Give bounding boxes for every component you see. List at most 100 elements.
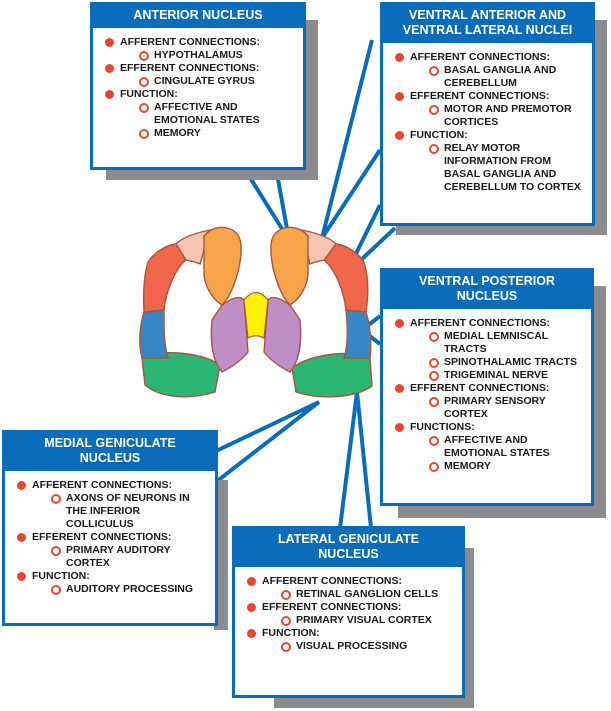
- callout-body: AFFERENT CONNECTIONS:AXONS OF NEURONS IN…: [5, 471, 215, 602]
- hollow-bullet-icon: [139, 129, 149, 139]
- item-text: RETINAL GANGLION CELLS: [296, 588, 439, 600]
- section-item: RELAY MOTOR INFORMATION FROM BASAL GANGL…: [395, 142, 586, 194]
- section-item: PRIMARY SENSORY CORTEX: [395, 395, 585, 421]
- callout-title: VENTRAL ANTERIOR AND VENTRAL LATERAL NUC…: [383, 5, 592, 43]
- hollow-bullet-icon: [51, 494, 61, 504]
- filled-bullet-icon: [395, 131, 404, 140]
- item-text: RELAY MOTOR INFORMATION FROM BASAL GANGL…: [444, 142, 581, 193]
- item-text: AFFECTIVE AND EMOTIONAL STATES: [154, 101, 260, 126]
- section-item: MEDIAL LEMNISCAL TRACTS: [395, 330, 585, 356]
- medial-dorsal-nucleus: [243, 291, 269, 339]
- title-line: MEDIAL GENICULATE: [44, 436, 176, 450]
- hollow-bullet-icon: [429, 462, 439, 472]
- section-item: SPINOTHALAMIC TRACTS: [395, 356, 585, 369]
- hollow-bullet-icon: [429, 397, 439, 407]
- item-text: CINGULATE GYRUS: [154, 75, 255, 87]
- item-text: AFFECTIVE AND EMOTIONAL STATES: [444, 434, 550, 459]
- hollow-bullet-icon: [139, 77, 149, 87]
- section-heading: EFFERENT CONNECTIONS:: [105, 62, 297, 75]
- pointer-lgn: [338, 391, 373, 529]
- title-line: NUCLEUS: [456, 289, 518, 303]
- anterior-nucleus-right: [270, 226, 309, 306]
- hollow-bullet-icon: [429, 144, 439, 154]
- filled-bullet-icon: [395, 384, 404, 393]
- ventral-lateral-right: [323, 243, 369, 313]
- hollow-bullet-icon: [51, 546, 61, 556]
- callout-body: AFFERENT CONNECTIONS:BASAL GANGLIA AND C…: [383, 43, 592, 200]
- section-heading: FUNCTION:: [105, 88, 297, 101]
- item-text: AXONS OF NEURONS IN THE INFERIOR COLLICU…: [66, 492, 190, 530]
- section-heading: FUNCTION:: [395, 129, 586, 142]
- callout-anterior-nucleus: ANTERIOR NUCLEUS AFFERENT CONNECTIONS:HY…: [90, 2, 306, 170]
- section-item: PRIMARY AUDITORY CORTEX: [17, 544, 209, 570]
- section-label: FUNCTION:: [32, 570, 90, 582]
- item-text: TRIGEMINAL NERVE: [444, 369, 549, 381]
- filled-bullet-icon: [105, 64, 114, 73]
- section-label: AFFERENT CONNECTIONS:: [262, 575, 402, 587]
- pointer-va: [320, 39, 382, 240]
- section-item: RETINAL GANGLION CELLS: [247, 588, 456, 601]
- section-item: AFFECTIVE AND EMOTIONAL STATES: [395, 434, 585, 460]
- filled-bullet-icon: [395, 319, 404, 328]
- section-item: CINGULATE GYRUS: [105, 75, 297, 88]
- callout-medial-geniculate: MEDIAL GENICULATE NUCLEUS AFFERENT CONNE…: [2, 430, 218, 626]
- filled-bullet-icon: [247, 629, 256, 638]
- title-line: VENTRAL LATERAL NUCLEI: [402, 23, 573, 37]
- section-item: BASAL GANGLIA AND CEREBELLUM: [395, 64, 586, 90]
- section-heading: FUNCTIONS:: [395, 421, 585, 434]
- section-item: MEMORY: [395, 460, 585, 473]
- filled-bullet-icon: [395, 53, 404, 62]
- hollow-bullet-icon: [429, 436, 439, 446]
- title-line: ANTERIOR NUCLEUS: [133, 8, 263, 22]
- title-line: VENTRAL ANTERIOR AND: [408, 8, 567, 22]
- section-heading: AFFERENT CONNECTIONS:: [395, 51, 586, 64]
- thalamus-left: [139, 226, 249, 398]
- item-text: MOTOR AND PREMOTOR CORTICES: [444, 103, 572, 128]
- lateral-group-right: [263, 296, 302, 373]
- filled-bullet-icon: [105, 38, 114, 47]
- pulvinar-left: [141, 351, 221, 398]
- section-heading: EFFERENT CONNECTIONS:: [395, 382, 585, 395]
- ventral-posterior-right: [343, 309, 372, 359]
- section-item: PRIMARY VISUAL CORTEX: [247, 614, 456, 627]
- callout-body: AFFERENT CONNECTIONS:RETINAL GANGLION CE…: [235, 567, 462, 659]
- item-text: BASAL GANGLIA AND CEREBELLUM: [444, 64, 557, 89]
- item-text: MEDIAL LEMNISCAL TRACTS: [444, 330, 549, 355]
- section-heading: EFFERENT CONNECTIONS:: [17, 531, 209, 544]
- section-heading: AFFERENT CONNECTIONS:: [105, 36, 297, 49]
- section-label: FUNCTIONS:: [410, 421, 475, 433]
- section-label: EFFERENT CONNECTIONS:: [120, 62, 260, 74]
- hollow-bullet-icon: [139, 51, 149, 61]
- anterior-nucleus-left: [203, 226, 242, 306]
- item-text: PRIMARY SENSORY CORTEX: [444, 395, 546, 420]
- callout-body: AFFERENT CONNECTIONS:MEDIAL LEMNISCAL TR…: [383, 309, 591, 479]
- section-label: AFFERENT CONNECTIONS:: [32, 479, 172, 491]
- section-heading: AFFERENT CONNECTIONS:: [247, 575, 456, 588]
- section-label: AFFERENT CONNECTIONS:: [410, 317, 550, 329]
- thalamus-right: [263, 226, 373, 398]
- filled-bullet-icon: [395, 92, 404, 101]
- filled-bullet-icon: [247, 603, 256, 612]
- section-item: AUDITORY PROCESSING: [17, 583, 209, 596]
- hollow-bullet-icon: [429, 371, 439, 381]
- filled-bullet-icon: [247, 577, 256, 586]
- section-label: FUNCTION:: [120, 88, 178, 100]
- section-heading: EFFERENT CONNECTIONS:: [247, 601, 456, 614]
- title-line: VENTRAL POSTERIOR: [419, 274, 555, 288]
- item-text: MEMORY: [444, 460, 491, 472]
- item-text: SPINOTHALAMIC TRACTS: [444, 356, 577, 368]
- pointer-mgn: [213, 400, 321, 484]
- section-item: MOTOR AND PREMOTOR CORTICES: [395, 103, 586, 129]
- callout-title: ANTERIOR NUCLEUS: [93, 5, 303, 28]
- filled-bullet-icon: [17, 481, 26, 490]
- section-label: AFFERENT CONNECTIONS:: [120, 36, 260, 48]
- hollow-bullet-icon: [51, 585, 61, 595]
- ventral-anterior-left: [175, 229, 211, 266]
- item-text: PRIMARY AUDITORY CORTEX: [66, 544, 171, 569]
- filled-bullet-icon: [105, 90, 114, 99]
- section-item: HYPOTHALAMUS: [105, 49, 297, 62]
- section-label: FUNCTION:: [410, 129, 468, 141]
- callout-title: MEDIAL GENICULATE NUCLEUS: [5, 433, 215, 471]
